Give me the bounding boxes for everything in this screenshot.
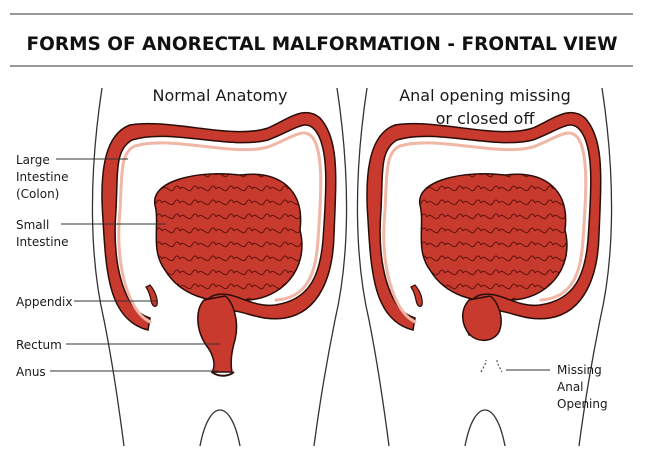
label-missing-line1: Missing [557, 363, 602, 377]
missing-opening-mark-right [496, 359, 503, 373]
label-missing-line2: Anal [557, 380, 584, 394]
label-rectum: Rectum [16, 338, 62, 352]
label-anus: Anus [16, 365, 46, 379]
rectum-pouch [462, 295, 502, 341]
intestines-copy [366, 111, 602, 341]
label-large-line2: Intestine [16, 170, 69, 184]
colon-stripe [117, 131, 323, 324]
leader-lines-left [50, 158, 220, 372]
colon-stripe-2 [382, 131, 588, 324]
label-missing-line3: Opening [557, 397, 608, 411]
label-appendix: Appendix [16, 295, 72, 309]
label-small-line1: Small [16, 218, 49, 232]
panel-heading-normal: Normal Anatomy [153, 86, 288, 105]
normal-anatomy-panel: Normal Anatomy [91, 86, 348, 447]
anus [211, 371, 235, 377]
appendix-2 [410, 284, 423, 307]
body-outline-right-2 [578, 87, 613, 447]
panel-heading-missing-1: Anal opening missing [399, 86, 571, 105]
leg-outline [199, 409, 241, 447]
label-small-line2: Intestine [16, 235, 69, 249]
small-intestine [154, 173, 303, 302]
panel-heading-missing-2: or closed off [436, 109, 536, 128]
missing-opening-panel: Anal opening missing or closed off [356, 86, 613, 447]
page-title: FORMS OF ANORECTAL MALFORMATION - FRONTA… [26, 34, 617, 55]
small-intestine-2 [419, 173, 568, 302]
body-outline-left [91, 87, 125, 447]
label-large-line3: (Colon) [16, 187, 59, 201]
rectum [197, 295, 238, 373]
label-large-line1: Large [16, 153, 50, 167]
leg-outline-2 [464, 409, 506, 447]
missing-opening-mark-left [480, 359, 487, 373]
body-outline-right [313, 87, 348, 447]
body-outline-left-2 [356, 87, 390, 447]
appendix [145, 284, 158, 307]
